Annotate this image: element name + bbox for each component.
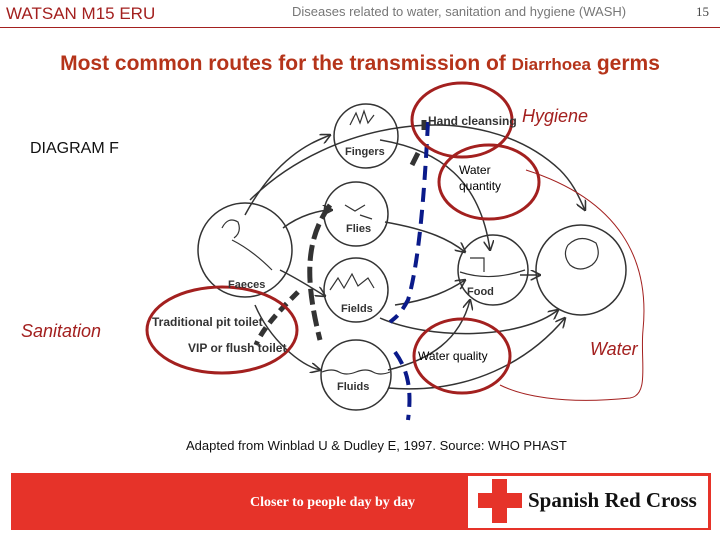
diagram-label: DIAGRAM F [30,140,119,157]
organization-name: Spanish Red Cross [528,488,697,512]
category-sanitation: Sanitation [21,321,102,341]
banner-slogan: Closer to people day by day [250,495,416,510]
page-number: 15 [696,4,709,19]
slide-subject: Diseases related to water, sanitation an… [292,4,627,19]
barrier-hand-cleansing: Hand cleansing [428,114,517,128]
barrier-water-quantity: Water quantity [459,163,502,193]
barrier-water-quality: Water quality [418,349,488,363]
node-food: Food [467,286,494,298]
node-fluids: Fluids [337,381,370,393]
node-flies: Flies [346,223,372,235]
red-cross-icon [478,479,522,523]
category-hygiene: Hygiene [522,106,589,126]
slide-title: Most common routes for the transmission … [0,52,720,76]
node-fields: Fields [341,303,373,315]
barrier-traditional-pit-toilet: Traditional pit toilet [152,315,263,329]
node-fingers: Fingers [345,146,385,158]
title-end: germs [591,52,660,75]
module-title: WATSAN M15 ERU [6,4,156,23]
node-faeces: Faeces [228,279,266,291]
source-caption: Adapted from Winblad U & Dudley E, 1997.… [186,438,567,453]
title-disease: Diarrhoea [511,55,592,74]
barrier-vip-flush-toilet: VIP or flush toilet [188,341,287,355]
title-main: Most common routes for the transmission … [60,52,512,75]
category-water: Water [590,339,638,359]
header-divider [0,27,720,28]
